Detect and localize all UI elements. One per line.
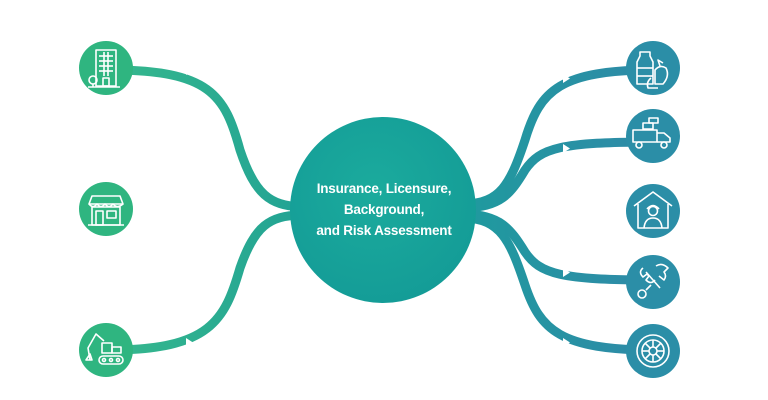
left-branches bbox=[105, 65, 305, 355]
branch-right-5 bbox=[460, 213, 660, 355]
node-right-2 bbox=[626, 109, 680, 163]
arrow-right-1 bbox=[563, 74, 570, 83]
branch-right-1 bbox=[460, 65, 660, 209]
arrow-right-3 bbox=[563, 206, 570, 216]
storefront-icon bbox=[88, 195, 124, 226]
center-label-line-3: and Risk Assessment bbox=[316, 223, 452, 238]
right-branches bbox=[460, 65, 660, 355]
delivery-truck-icon bbox=[632, 117, 671, 149]
center-label-line-1: Insurance, Licensure, bbox=[316, 181, 452, 196]
home-worker-icon bbox=[633, 191, 673, 229]
center-label: Insurance, Licensure, Background, and Ri… bbox=[296, 178, 472, 241]
arrows bbox=[186, 66, 570, 347]
arrow-right-2 bbox=[563, 144, 570, 153]
node-left-2 bbox=[79, 182, 133, 236]
arrow-right-4 bbox=[563, 268, 570, 277]
arrow-left-bottom bbox=[186, 338, 193, 347]
node-right-5 bbox=[626, 324, 680, 378]
node-right-1 bbox=[626, 41, 680, 95]
tire-icon bbox=[636, 334, 670, 368]
arrow-left-top bbox=[186, 66, 193, 75]
branch-left-bottom bbox=[105, 210, 305, 355]
center-circle bbox=[290, 117, 476, 303]
branch-right-2 bbox=[460, 137, 660, 213]
arrow-right-5 bbox=[563, 338, 570, 347]
arrow-left-middle bbox=[186, 206, 193, 216]
node-left-1 bbox=[79, 41, 133, 95]
branch-left-top bbox=[105, 65, 305, 212]
grocery-icon bbox=[636, 51, 669, 89]
office-building-icon bbox=[88, 49, 120, 88]
node-left-3 bbox=[79, 323, 133, 377]
excavator-icon bbox=[85, 333, 124, 365]
branch-right-4 bbox=[460, 209, 660, 285]
wrench-repair-icon bbox=[637, 263, 669, 299]
node-right-4 bbox=[626, 255, 680, 309]
center-label-line-2: Background, bbox=[343, 202, 425, 217]
node-right-3 bbox=[626, 184, 680, 238]
